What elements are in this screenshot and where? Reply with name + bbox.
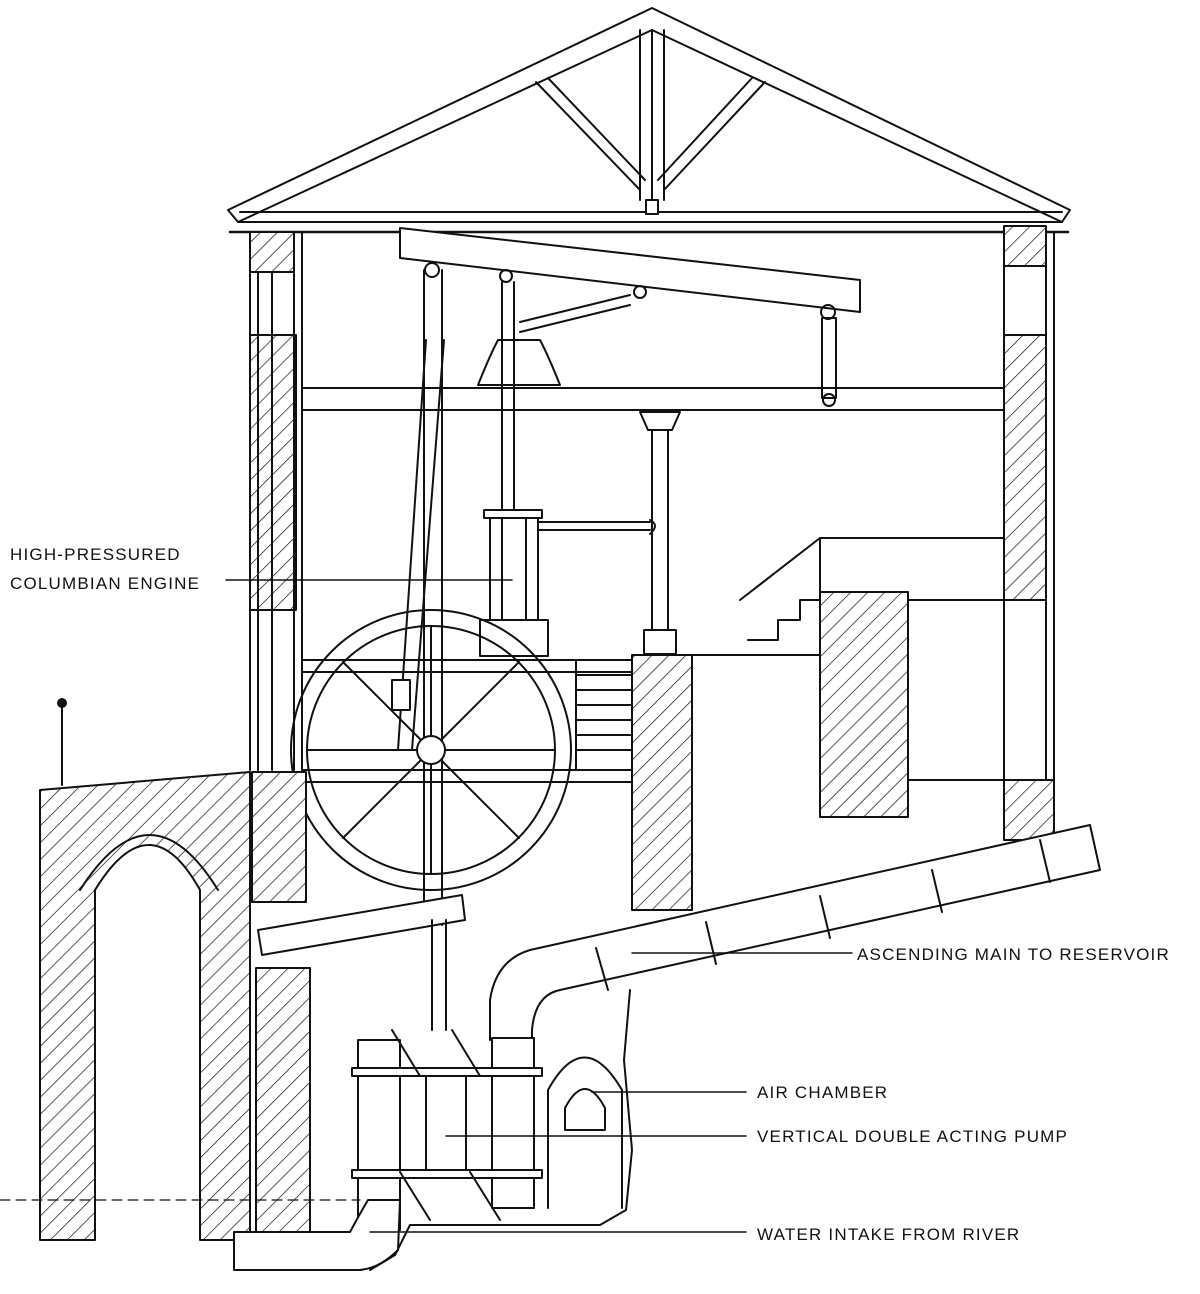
walking-beam — [399, 227, 861, 407]
lower-pier — [251, 771, 311, 1237]
ascending-main — [489, 824, 1101, 1061]
label-water-intake: WATER INTAKE FROM RIVER — [757, 1225, 1020, 1244]
middle-stairs — [575, 659, 633, 771]
label-air-chamber: AIR CHAMBER — [757, 1083, 888, 1102]
flywheel — [290, 609, 572, 891]
label-ascending-main: ASCENDING MAIN TO RESERVOIR — [857, 945, 1170, 964]
pump-rod — [431, 919, 447, 1031]
columbian-engine — [479, 509, 656, 657]
pump — [351, 1029, 543, 1231]
floor-beam — [301, 387, 1005, 411]
roof — [227, 7, 1071, 234]
label-engine-line2: COLUMBIAN ENGINE — [10, 574, 200, 593]
central-pier — [631, 654, 693, 911]
iron-column — [639, 411, 681, 655]
air-chamber — [547, 1056, 623, 1209]
labels: HIGH-PRESSURED COLUMBIAN ENGINE ASCENDIN… — [10, 545, 1170, 1244]
label-pump: VERTICAL DOUBLE ACTING PUMP — [757, 1127, 1068, 1146]
right-wall — [1003, 225, 1055, 841]
upper-stairs — [691, 537, 1005, 818]
label-engine-line1: HIGH-PRESSURED — [10, 545, 181, 564]
leader-lines — [225, 579, 853, 1233]
water-intake — [233, 1199, 401, 1271]
connecting-rod — [391, 269, 445, 926]
beam-support — [477, 281, 561, 521]
rocking-lever — [257, 894, 466, 956]
left-wall — [249, 231, 303, 771]
arched-wall — [39, 698, 251, 1241]
